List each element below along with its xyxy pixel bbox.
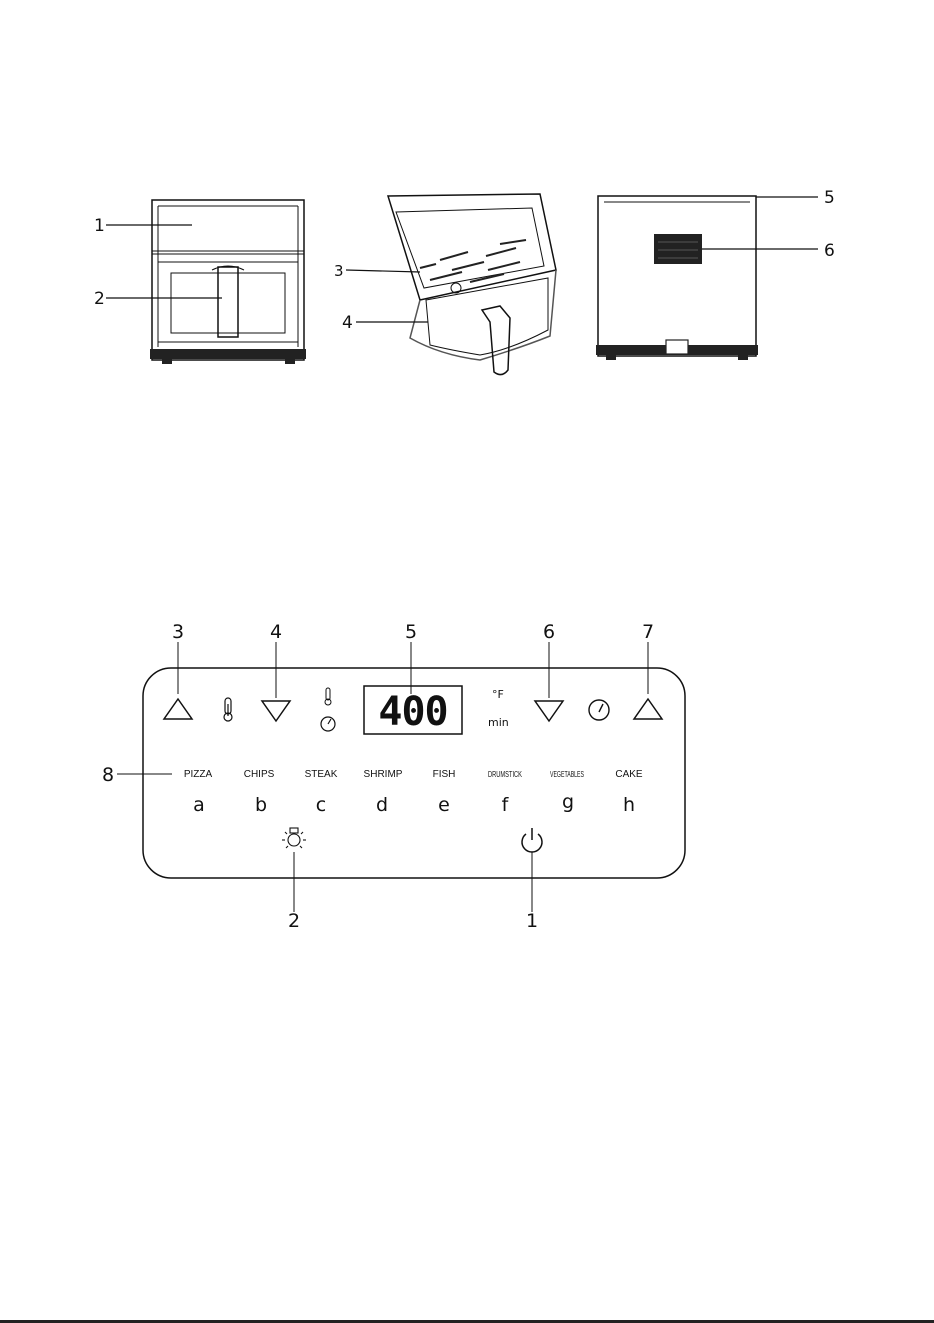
callout-1-body: 1 — [94, 216, 105, 236]
control-panel: 400 °F min PIZZA CHIPS STEAK SHRIMP FISH… — [117, 642, 685, 912]
temp-up-arrow-icon[interactable] — [164, 699, 192, 719]
preset-name-shrimp[interactable]: SHRIMP — [364, 769, 403, 780]
preset-key-b: b — [255, 794, 267, 816]
callout-3-frying-rack: 3 — [334, 262, 344, 280]
timer-icon — [589, 700, 609, 720]
time-down-arrow-icon[interactable] — [535, 701, 563, 721]
preset-name-steak[interactable]: STEAK — [305, 769, 338, 780]
thermometer-small-icon — [325, 688, 331, 705]
temp-down-arrow-icon[interactable] — [262, 701, 290, 721]
preset-key-c: c — [316, 794, 326, 816]
preset-name-cake[interactable]: CAKE — [615, 769, 643, 780]
air-fryer-front-view — [106, 200, 306, 364]
panel-callout-6: 6 — [543, 621, 555, 643]
timer-small-icon — [321, 717, 335, 731]
temperature-display: 400 — [364, 686, 462, 735]
callout-5-top: 5 — [824, 188, 835, 208]
preset-name-pizza[interactable]: PIZZA — [184, 769, 213, 780]
light-bulb-icon[interactable] — [282, 828, 306, 848]
preset-key-d: d — [376, 794, 388, 816]
preset-key-a: a — [193, 794, 205, 816]
panel-callout-7: 7 — [642, 621, 654, 643]
power-icon[interactable] — [522, 828, 542, 852]
callout-6-air-outlet: 6 — [824, 241, 835, 261]
panel-callout-4: 4 — [270, 621, 282, 643]
panel-callout-1: 1 — [526, 910, 538, 932]
unit-minutes: min — [488, 716, 509, 729]
display-value: 400 — [378, 689, 447, 735]
preset-name-chips[interactable]: CHIPS — [244, 769, 275, 780]
time-up-arrow-icon[interactable] — [634, 699, 662, 719]
preset-name-vegetables[interactable]: VEGETABLES — [550, 770, 584, 779]
preset-key-h: h — [623, 794, 635, 816]
air-fryer-back-view — [596, 196, 818, 360]
panel-callout-8: 8 — [102, 764, 114, 786]
preset-key-f: f — [502, 794, 510, 816]
callout-4-basket: 4 — [342, 313, 353, 333]
preset-name-fish[interactable]: FISH — [433, 769, 456, 780]
preset-key-e: e — [438, 794, 450, 816]
panel-callout-3: 3 — [172, 621, 184, 643]
callout-2-basket-handle: 2 — [94, 289, 105, 309]
thermometer-icon — [224, 698, 232, 721]
panel-callout-2: 2 — [288, 910, 300, 932]
air-fryer-basket-view — [346, 194, 556, 375]
unit-fahrenheit: °F — [492, 688, 504, 701]
panel-callout-5: 5 — [405, 621, 417, 643]
preset-name-drumstick[interactable]: DRUMSTICK — [488, 770, 522, 779]
preset-key-g: g — [562, 791, 574, 813]
